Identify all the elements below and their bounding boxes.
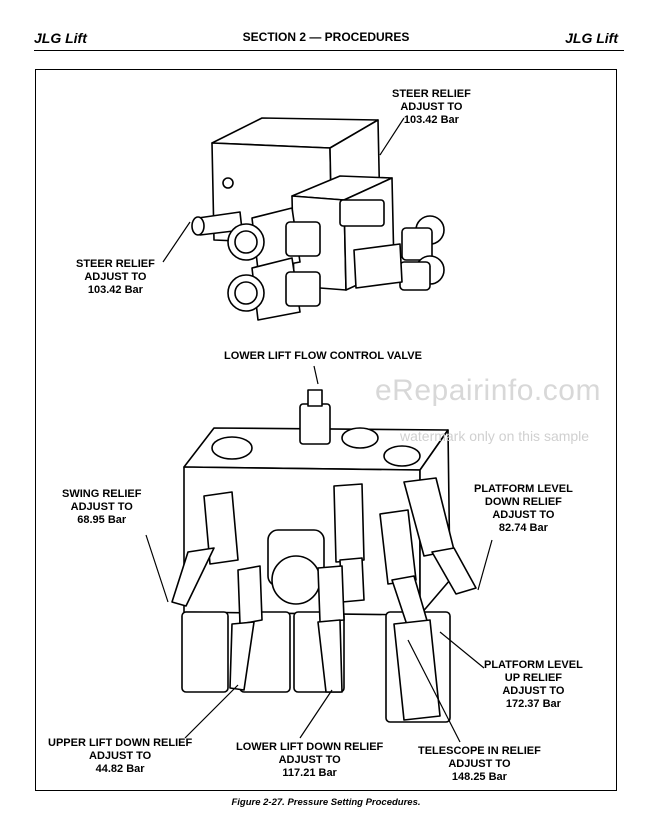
figure-caption: Figure 2-27. Pressure Setting Procedures… — [231, 797, 421, 808]
label-platform-level-up: PLATFORM LEVEL UP RELIEF ADJUST TO 172.3… — [484, 659, 583, 710]
leader-lines — [145, 117, 493, 743]
header-rule — [34, 50, 624, 51]
label-platform-level-down: PLATFORM LEVEL DOWN RELIEF ADJUST TO 82.… — [474, 483, 573, 534]
label-steer-relief-top: STEER RELIEF ADJUST TO 103.42 Bar — [392, 88, 471, 126]
header-right-brand: JLG Lift — [565, 30, 618, 46]
label-steer-relief-left: STEER RELIEF ADJUST TO 103.42 Bar — [76, 258, 155, 296]
label-lower-lift-flow-control: LOWER LIFT FLOW CONTROL VALVE — [224, 350, 422, 362]
header-left-brand: JLG Lift — [34, 30, 87, 46]
label-swing-relief: SWING RELIEF ADJUST TO 68.95 Bar — [62, 488, 142, 526]
figure-frame — [35, 69, 617, 791]
header-section-title: SECTION 2 — PROCEDURES — [242, 30, 410, 44]
label-lower-lift-down: LOWER LIFT DOWN RELIEF ADJUST TO 117.21 … — [236, 741, 384, 779]
watermark-note: watermark only on this sample — [400, 428, 590, 444]
steer-valve-assembly — [191, 117, 445, 321]
watermark-site: eRepairinfo.com — [375, 374, 601, 407]
label-upper-lift-down: UPPER LIFT DOWN RELIEF ADJUST TO 44.82 B… — [48, 737, 193, 775]
relief-cartridges — [171, 477, 477, 721]
label-telescope-in: TELESCOPE IN RELIEF ADJUST TO 148.25 Bar — [418, 745, 541, 783]
